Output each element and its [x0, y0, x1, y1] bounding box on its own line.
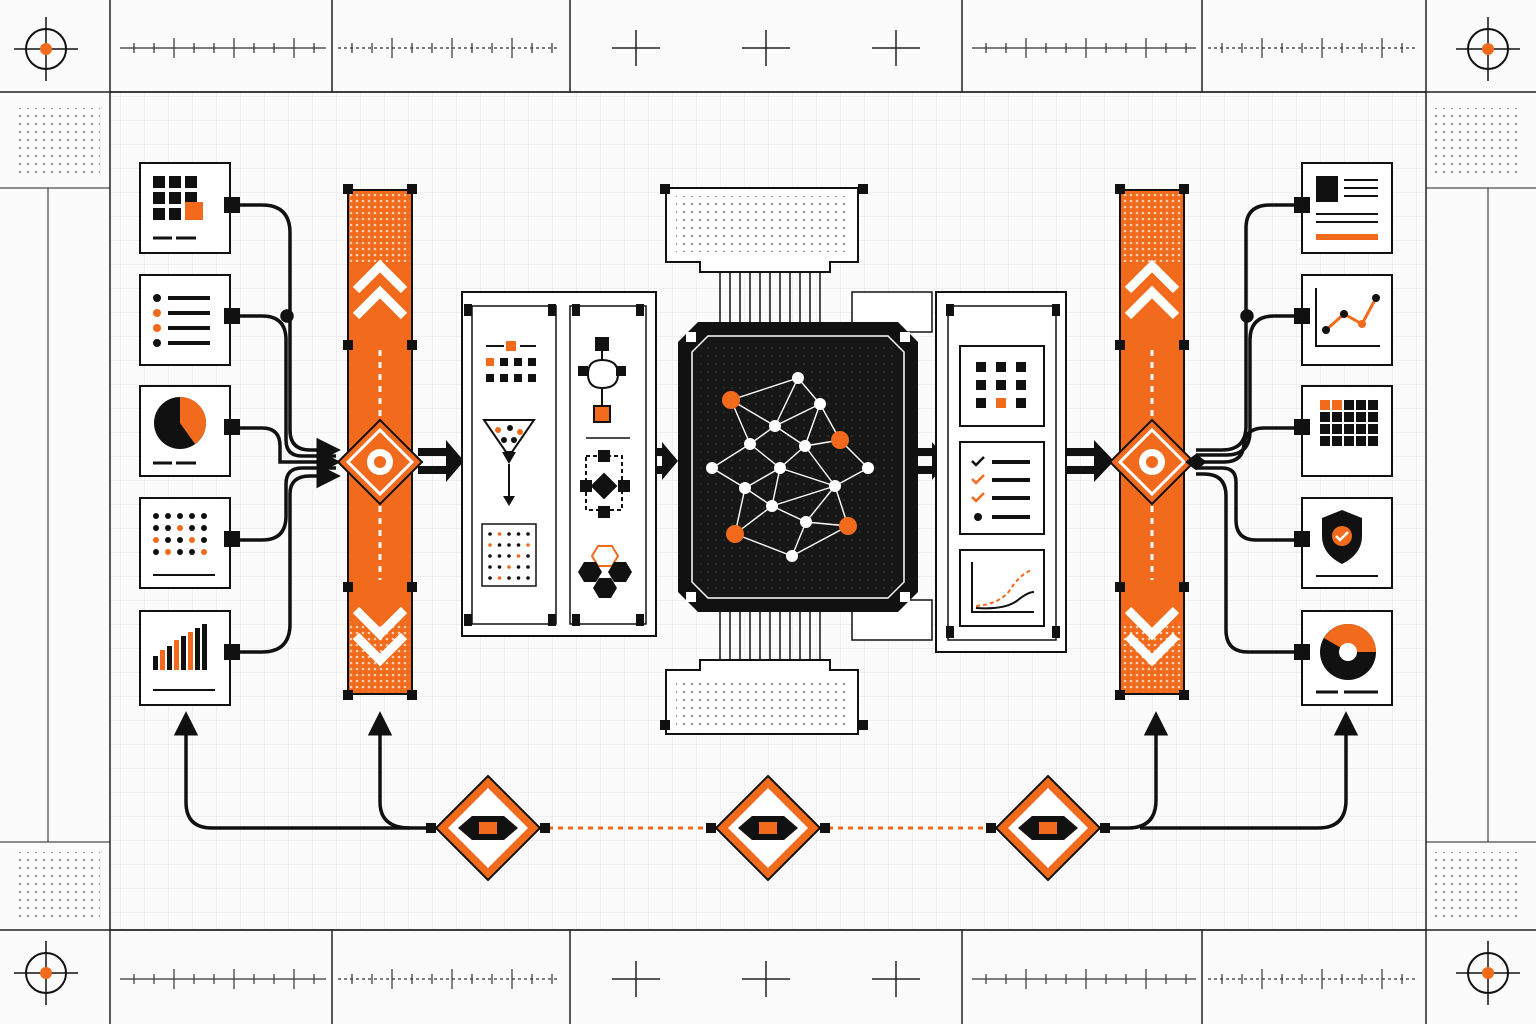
input-card-grid[interactable] [139, 162, 240, 254]
document-icon [1316, 176, 1378, 240]
crosshair-icon [1456, 17, 1520, 81]
output-card-line-chart[interactable] [1294, 274, 1393, 366]
list-icon [153, 294, 210, 347]
chevron-up-icon [352, 259, 408, 320]
double-arrow-icon [418, 440, 464, 482]
crosshair-icon [14, 17, 78, 81]
network-node [774, 462, 786, 474]
funnel-icon [482, 419, 536, 506]
crosshair-icon [1456, 941, 1520, 1005]
network-node-icon [580, 450, 630, 518]
output-card-shield[interactable] [1294, 497, 1393, 589]
pie-chart-icon [154, 397, 206, 449]
neural-network-icon[interactable] [706, 372, 874, 562]
network-node [744, 438, 756, 450]
analysis-panels [935, 291, 1067, 653]
output-card-table[interactable] [1294, 385, 1393, 477]
curve-chart-icon [959, 549, 1045, 627]
core-processor [660, 184, 933, 735]
flow-arrow-icons [418, 440, 1114, 482]
connector-icon[interactable] [986, 774, 1110, 882]
input-connectors [232, 203, 341, 654]
target-diamond-icon[interactable] [1108, 418, 1196, 506]
target-diamond-icon[interactable] [336, 418, 424, 506]
network-node [800, 516, 812, 528]
network-node [722, 391, 740, 409]
dot-matrix-icon [153, 513, 207, 555]
scatter-grid-icon [481, 523, 537, 587]
sort-matrix-icon [486, 341, 536, 382]
checklist-icon [959, 441, 1045, 535]
output-connectors [1185, 203, 1300, 654]
network-node [726, 525, 744, 543]
network-node [814, 398, 826, 410]
network-node [739, 482, 751, 494]
flowchart-icon [578, 337, 626, 423]
input-card-bar-chart[interactable] [139, 610, 240, 706]
input-cards [139, 162, 240, 706]
grid-icon [153, 176, 203, 220]
input-card-pie[interactable] [139, 385, 240, 477]
network-node [799, 440, 811, 452]
output-cards [1294, 162, 1393, 706]
preprocessing-panels [461, 291, 657, 637]
line-chart-icon [1315, 288, 1380, 347]
left-aggregator-bar [336, 184, 424, 700]
input-card-list[interactable] [139, 274, 240, 366]
connector-icon[interactable] [426, 774, 550, 882]
bar-chart-icon [153, 624, 207, 670]
top-connector-pins [660, 184, 868, 322]
network-node [829, 480, 841, 492]
chevron-up-icon [1124, 259, 1180, 320]
table-icon [1320, 400, 1378, 446]
network-node [862, 462, 874, 474]
network-node [766, 500, 778, 512]
chevron-down-icon [352, 606, 408, 667]
donut-chart-icon [1320, 624, 1376, 680]
network-node [792, 372, 804, 384]
network-node [831, 431, 849, 449]
shield-check-icon [1322, 510, 1362, 564]
grid-icon [959, 345, 1045, 427]
network-node [839, 517, 857, 535]
network-node [786, 550, 798, 562]
output-card-donut[interactable] [1294, 610, 1393, 706]
connector-icon[interactable] [706, 774, 830, 882]
network-node [769, 420, 781, 432]
hexagon-cluster-icon [578, 545, 632, 598]
chevron-down-icon [1124, 606, 1180, 667]
input-card-dot-matrix[interactable] [139, 497, 240, 589]
right-distribution-bar [1108, 184, 1196, 700]
bottom-connector-pins [660, 612, 868, 735]
registration-targets [14, 17, 1520, 1005]
feedback-loop [173, 711, 1359, 882]
network-node [706, 462, 718, 474]
crosshair-icon [14, 941, 78, 1005]
ruler-bands [109, 0, 1427, 1024]
double-arrow-icon [1066, 440, 1114, 482]
output-card-document[interactable] [1294, 162, 1393, 254]
